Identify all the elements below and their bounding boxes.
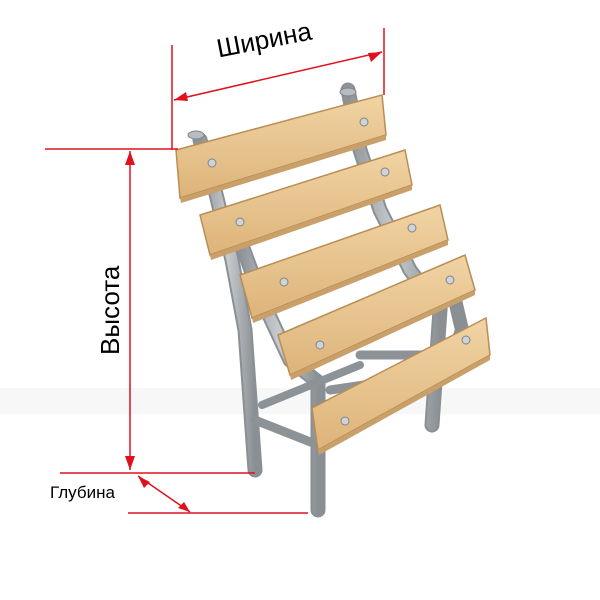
- slat-3: [239, 204, 449, 323]
- slat-1: [175, 94, 387, 203]
- slat-2: [199, 149, 413, 260]
- slat-4: [277, 253, 476, 380]
- height-label: Высота: [95, 265, 125, 355]
- wood-slats: [175, 94, 491, 455]
- slat-5: [311, 316, 491, 455]
- dimension-lines: [45, 28, 385, 514]
- depth-label: Глубина: [50, 483, 115, 502]
